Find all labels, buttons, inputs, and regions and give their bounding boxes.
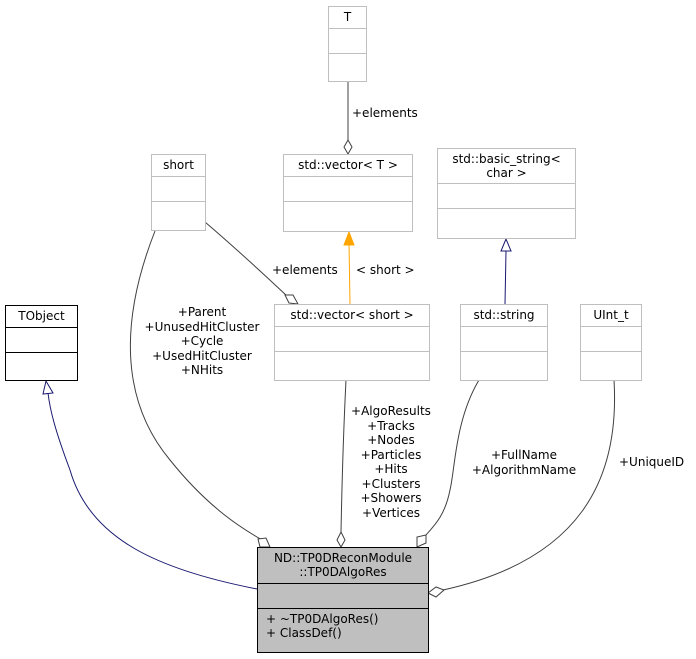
label-clusters: +Clusters bbox=[361, 476, 421, 491]
methods-section: + ~TP0DAlgoRes() + ClassDef() bbox=[258, 608, 428, 643]
attributes-section bbox=[275, 326, 429, 351]
edge-string-to-main bbox=[416, 379, 480, 548]
label-showers: +Showers bbox=[360, 491, 422, 505]
class-uint[interactable]: UInt_t bbox=[580, 304, 642, 381]
label-t-elements: +elements bbox=[352, 106, 418, 120]
class-tobject[interactable]: TObject bbox=[5, 305, 78, 381]
methods-section bbox=[284, 201, 412, 226]
class-name: std::vector< T > bbox=[298, 158, 398, 172]
edge-t-to-vector-t bbox=[343, 82, 353, 156]
class-basic-string[interactable]: std::basic_string< char > bbox=[437, 148, 576, 239]
attributes-section bbox=[284, 176, 412, 201]
class-name: std::basic_string< char > bbox=[438, 149, 575, 183]
label-particles: +Particles bbox=[360, 447, 422, 462]
class-vector-short[interactable]: std::vector< short > bbox=[274, 304, 430, 381]
class-name-line2: ::TP0DAlgoRes bbox=[299, 565, 387, 579]
class-vector-t[interactable]: std::vector< T > bbox=[283, 154, 413, 232]
attributes-section bbox=[329, 28, 366, 53]
label-algoresults: +AlgoResults bbox=[351, 404, 431, 418]
edge-template-instance bbox=[343, 230, 355, 305]
label-fullname: +FullName bbox=[491, 448, 557, 462]
class-name: std::vector< short > bbox=[290, 308, 414, 322]
edge-uint-to-main bbox=[427, 379, 616, 598]
label-template-short: < short > bbox=[356, 263, 415, 277]
class-name-line2: char > bbox=[486, 166, 527, 180]
label-unusedhitcluster: +UnusedHitCluster bbox=[144, 319, 260, 334]
class-name: std::string bbox=[473, 308, 535, 322]
label-vertices: +Vertices bbox=[362, 505, 420, 520]
method-classdef: + ClassDef() bbox=[266, 626, 342, 640]
edge-short-to-main bbox=[129, 230, 271, 548]
class-name-line1: std::basic_string< bbox=[452, 152, 561, 166]
label-parent: +Parent bbox=[177, 305, 227, 319]
edge-basic-string-to-string bbox=[500, 237, 512, 305]
class-name: UInt_t bbox=[593, 308, 629, 322]
methods-section bbox=[329, 53, 366, 78]
methods-section bbox=[275, 351, 429, 376]
edge-vector-short-to-main bbox=[336, 379, 347, 549]
attributes-section bbox=[461, 326, 547, 351]
attributes-section bbox=[581, 326, 641, 351]
attributes-section bbox=[258, 583, 428, 608]
class-t[interactable]: T bbox=[328, 6, 367, 82]
label-tracks: +Tracks bbox=[367, 418, 415, 433]
label-nhits: +NHits bbox=[180, 363, 224, 377]
label-cycle: +Cycle bbox=[180, 334, 224, 348]
class-string[interactable]: std::string bbox=[460, 304, 548, 381]
edge-tobject-to-main bbox=[42, 379, 258, 590]
label-usedhitcluster: +UsedHitCluster bbox=[152, 348, 252, 363]
class-short[interactable]: short bbox=[151, 154, 206, 231]
methods-section bbox=[152, 201, 205, 226]
label-string-to-main: +FullName +AlgorithmName bbox=[464, 448, 584, 477]
attributes-section bbox=[6, 327, 77, 352]
label-nodes: +Nodes bbox=[367, 433, 415, 447]
class-name-line1: ND::TP0DReconModule bbox=[273, 551, 413, 565]
methods-section bbox=[438, 208, 575, 233]
methods-section bbox=[581, 351, 641, 376]
attributes-section bbox=[438, 183, 575, 208]
edge-short-to-vector-short bbox=[204, 221, 299, 305]
label-short-elements: +elements bbox=[272, 263, 338, 277]
class-main[interactable]: ND::TP0DReconModule ::TP0DAlgoRes + ~TP0… bbox=[257, 547, 429, 653]
class-name: ND::TP0DReconModule ::TP0DAlgoRes bbox=[258, 548, 428, 583]
label-algorithmname: +AlgorithmName bbox=[471, 462, 577, 477]
attributes-section bbox=[152, 176, 205, 201]
method-destructor: + ~TP0DAlgoRes() bbox=[266, 612, 379, 626]
class-name: T bbox=[343, 10, 352, 24]
methods-section bbox=[461, 351, 547, 376]
class-name: TObject bbox=[18, 309, 65, 323]
label-hits: +Hits bbox=[374, 462, 408, 476]
class-name: short bbox=[163, 158, 194, 172]
label-short-to-main: +Parent +UnusedHitCluster +Cycle +UsedHi… bbox=[137, 305, 267, 378]
label-uniqueid: +UniqueID bbox=[619, 455, 685, 469]
label-vector-short-to-main: +AlgoResults +Tracks +Nodes +Particles +… bbox=[345, 404, 437, 520]
methods-section bbox=[6, 352, 77, 377]
